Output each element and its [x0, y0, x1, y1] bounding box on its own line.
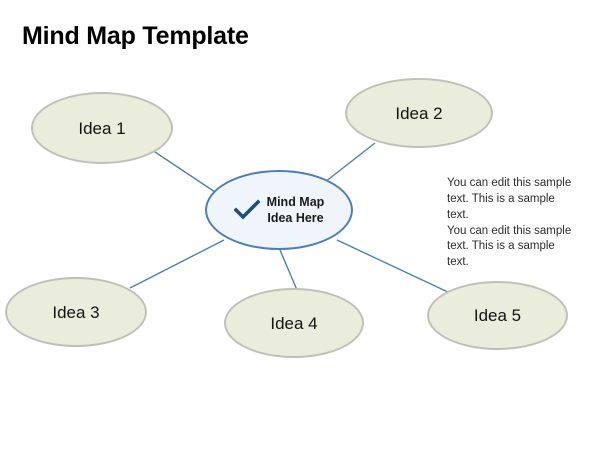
sample-text-line-1: You can edit this sample	[447, 177, 572, 189]
idea-node-label: Idea 2	[395, 103, 443, 123]
sample-text-line-4: text. This is a sample text.	[447, 240, 555, 269]
sample-text-block[interactable]: You can edit this sample text. This is a…	[447, 176, 575, 271]
mind-map-center-node[interactable]: Mind Map Idea Here	[205, 170, 353, 250]
center-node-content: Mind Map Idea Here	[233, 194, 325, 226]
connector-center-to-idea-5	[336, 239, 451, 294]
connector-center-to-idea-2	[324, 142, 376, 183]
page-title: Mind Map Template	[22, 22, 249, 50]
idea-node-idea-3[interactable]: Idea 3	[5, 277, 147, 347]
idea-node-label: Idea 5	[473, 306, 522, 325]
center-node-line2: Idea Here	[267, 211, 324, 225]
connector-center-to-idea-1	[154, 151, 216, 193]
check-icon	[233, 199, 260, 220]
center-node-text: Mind Map Idea Here	[267, 194, 325, 226]
idea-node-label: Idea 1	[78, 118, 126, 138]
idea-node-idea-1[interactable]: Idea 1	[31, 92, 173, 164]
idea-node-idea-2[interactable]: Idea 2	[345, 78, 493, 148]
idea-node-idea-5[interactable]: Idea 5	[427, 281, 568, 350]
idea-node-label: Idea 4	[270, 313, 318, 333]
idea-node-idea-4[interactable]: Idea 4	[224, 288, 364, 358]
sample-text-line-2: text. This is a sample text.	[447, 192, 555, 221]
connector-center-to-idea-4	[279, 249, 298, 291]
idea-node-label: Idea 3	[52, 302, 100, 322]
center-node-line1: Mind Map	[266, 195, 325, 209]
connector-center-to-idea-3	[129, 239, 225, 289]
sample-text-line-3: You can edit this sample	[447, 224, 572, 237]
